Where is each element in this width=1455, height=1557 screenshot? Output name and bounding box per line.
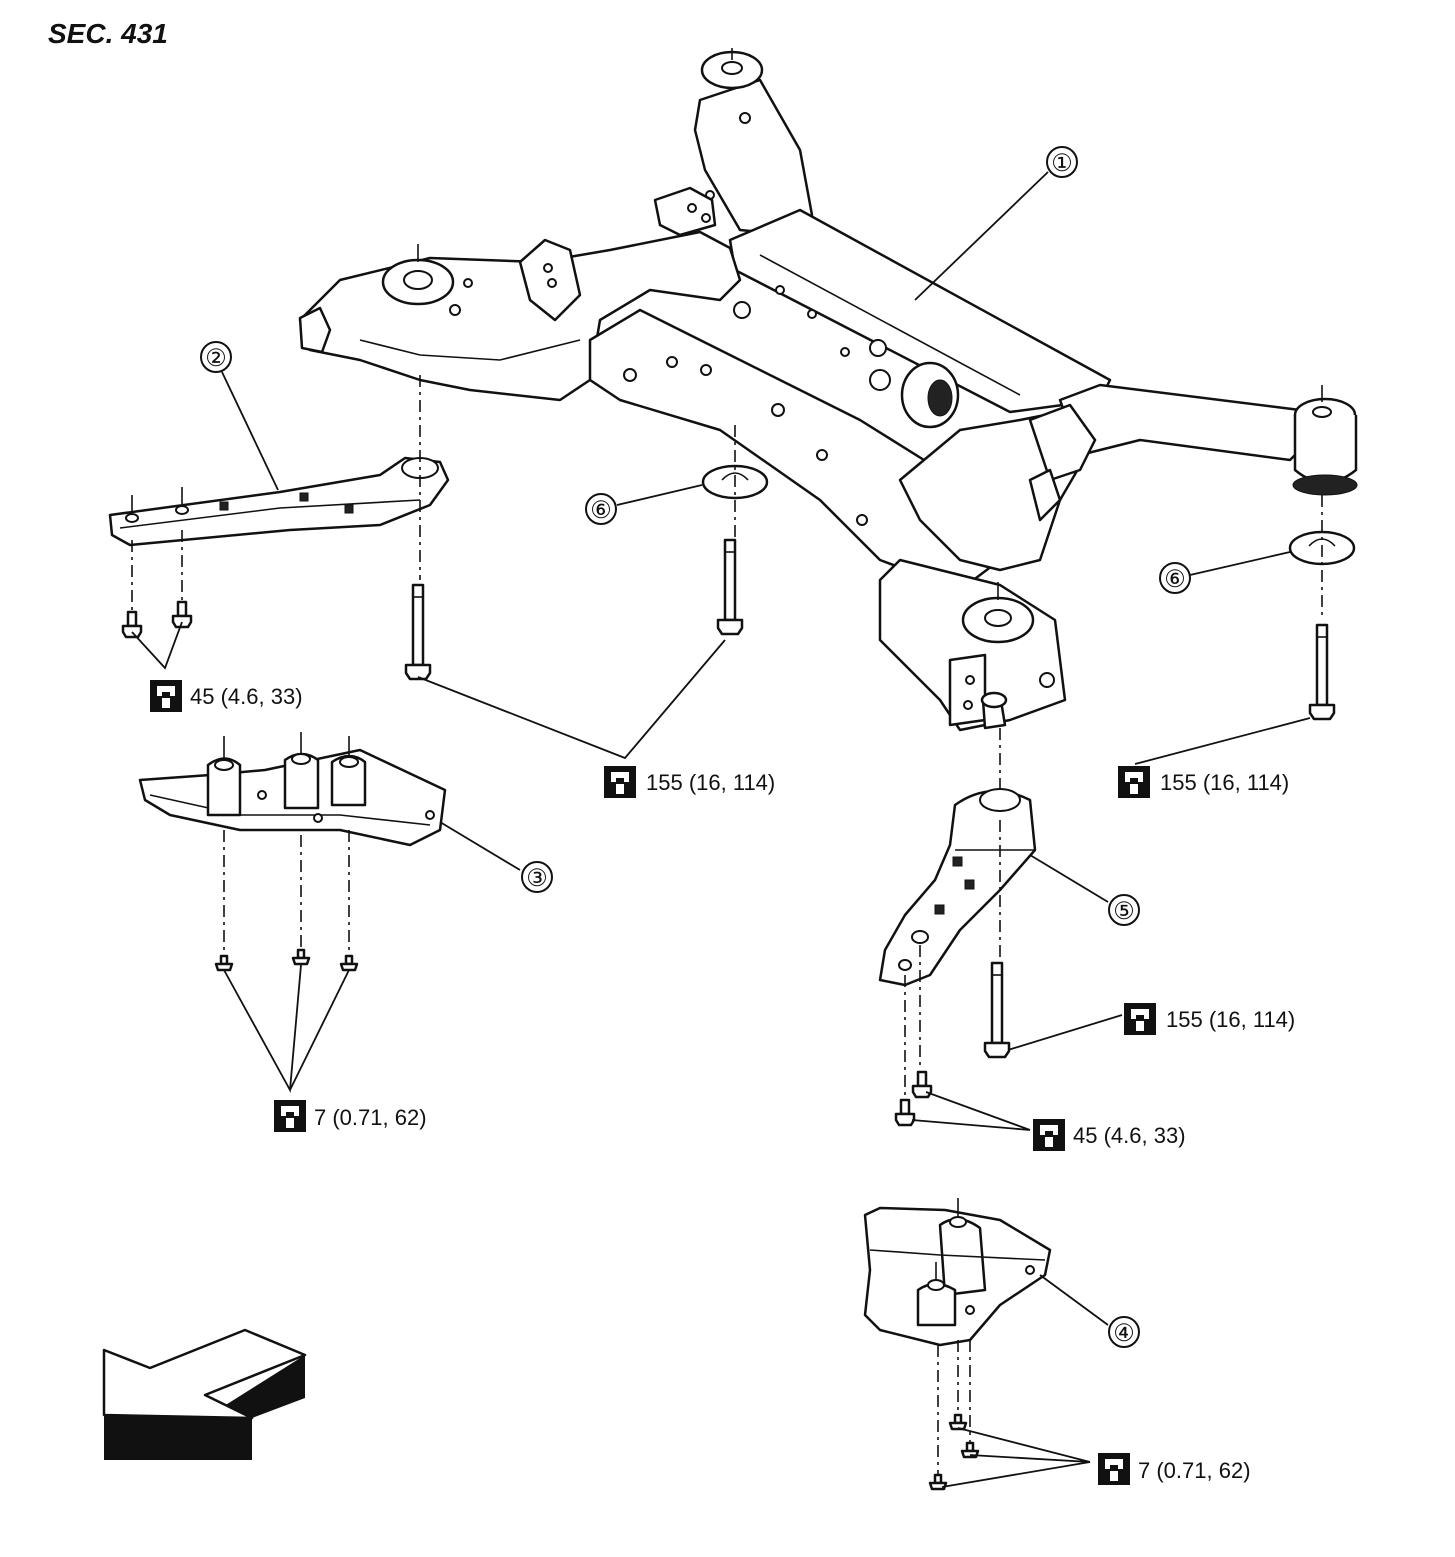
- torque-wrench-icon: [274, 1100, 306, 1132]
- torque-spec-bracket5-small: 45 (4.6, 33): [1033, 1119, 1186, 1151]
- callout-5: ⑤: [1113, 898, 1135, 925]
- suspension-member: [298, 48, 1358, 732]
- front-direction-arrow-icon: [102, 1328, 307, 1460]
- assembly-centerlines: [131, 375, 1323, 1475]
- leader-lines: [131, 171, 1311, 1488]
- callout-2: ②: [205, 345, 227, 372]
- svg-text:7 (0.71, 62): 7 (0.71, 62): [1138, 1458, 1251, 1483]
- svg-text:45 (4.6, 33): 45 (4.6, 33): [1073, 1123, 1186, 1148]
- svg-text:155 (16, 114): 155 (16, 114): [646, 770, 775, 795]
- torque-wrench-icon: [604, 766, 636, 798]
- under-cover-left: [138, 732, 447, 847]
- callout-3: ③: [526, 865, 548, 892]
- svg-text:155 (16, 114): 155 (16, 114): [1160, 770, 1289, 795]
- torque-spec-cover4: 7 (0.71, 62): [1098, 1453, 1251, 1485]
- under-cover-right: [863, 1198, 1052, 1347]
- torque-wrench-icon: [1124, 1003, 1156, 1035]
- svg-text:45 (4.6, 33): 45 (4.6, 33): [190, 684, 303, 709]
- callout-6-right: ⑥: [1164, 566, 1186, 593]
- torque-wrench-icon: [150, 680, 182, 712]
- torque-spec-right: 155 (16, 114): [1118, 766, 1289, 798]
- torque-wrench-icon: [1118, 766, 1150, 798]
- callout-1: ①: [1051, 150, 1073, 177]
- torque-spec-bracket2: 45 (4.6, 33): [150, 680, 303, 712]
- part-callouts: ① ② ③ ④ ⑤ ⑥ ⑥: [200, 146, 1191, 1348]
- svg-text:7 (0.71, 62): 7 (0.71, 62): [314, 1105, 427, 1130]
- callout-6-center: ⑥: [590, 497, 612, 524]
- torque-spec-cover3: 7 (0.71, 62): [274, 1100, 427, 1132]
- torque-spec-bracket5-bolt: 155 (16, 114): [1124, 1003, 1295, 1035]
- torque-wrench-icon: [1098, 1453, 1130, 1485]
- torque-spec-center: 155 (16, 114): [604, 766, 775, 798]
- callout-4: ④: [1113, 1320, 1135, 1347]
- member-stay-bracket-right: [878, 788, 1037, 987]
- torque-wrench-icon: [1033, 1119, 1065, 1151]
- section-label: SEC. 431: [48, 18, 168, 49]
- member-stay-bracket: [108, 456, 450, 547]
- svg-text:155 (16, 114): 155 (16, 114): [1166, 1007, 1295, 1032]
